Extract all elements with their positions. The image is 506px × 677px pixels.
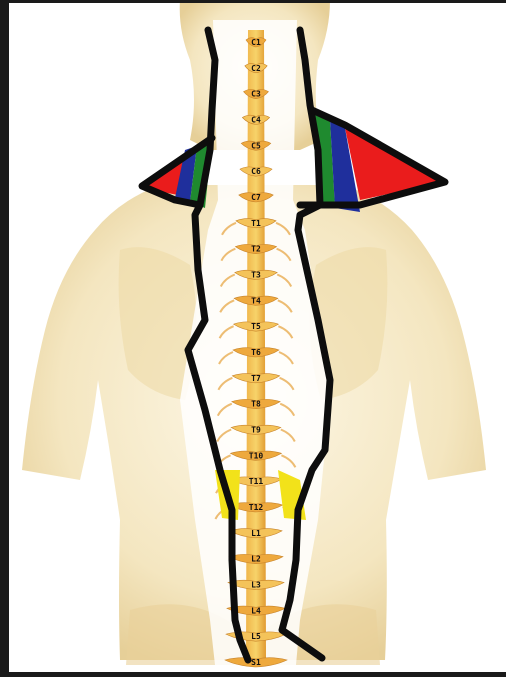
vertebra-label-t4: T4 [251,296,261,305]
vertebra-label-c6: C6 [251,167,261,176]
vertebra-label-t6: T6 [251,348,261,357]
vertebra-label-l1: L1 [251,529,261,538]
vertebra-label-s1: S1 [251,658,261,667]
vertebra-label-l4: L4 [251,606,261,615]
vertebra-label-c2: C2 [251,64,261,73]
vertebra-label-t5: T5 [251,322,261,331]
vertebra-label-c5: C5 [251,141,261,150]
vertebra-label-l5: L5 [251,632,261,641]
vertebra-label-c1: C1 [251,38,261,47]
frame-top-edge [0,0,506,3]
vertebra-label-t10: T10 [249,451,264,460]
vertebra-label-t3: T3 [251,271,261,280]
vertebra-label-t9: T9 [251,426,261,435]
vertebra-label-t11: T11 [249,477,264,486]
vertebra-label-t8: T8 [251,400,261,409]
frame-bottom-edge [0,672,506,677]
frame-left-edge [0,0,9,677]
vertebra-label-l3: L3 [251,581,261,590]
vertebra-label-c4: C4 [251,116,261,125]
vertebra-label-c7: C7 [251,193,261,202]
vertebra-label-t12: T12 [249,503,264,512]
vertebra-label-t1: T1 [251,219,261,228]
vertebra-label-c3: C3 [251,90,261,99]
vertebra-label-t2: T2 [251,245,261,254]
vertebra-label-l2: L2 [251,555,261,564]
vertebra-label-t7: T7 [251,374,261,383]
